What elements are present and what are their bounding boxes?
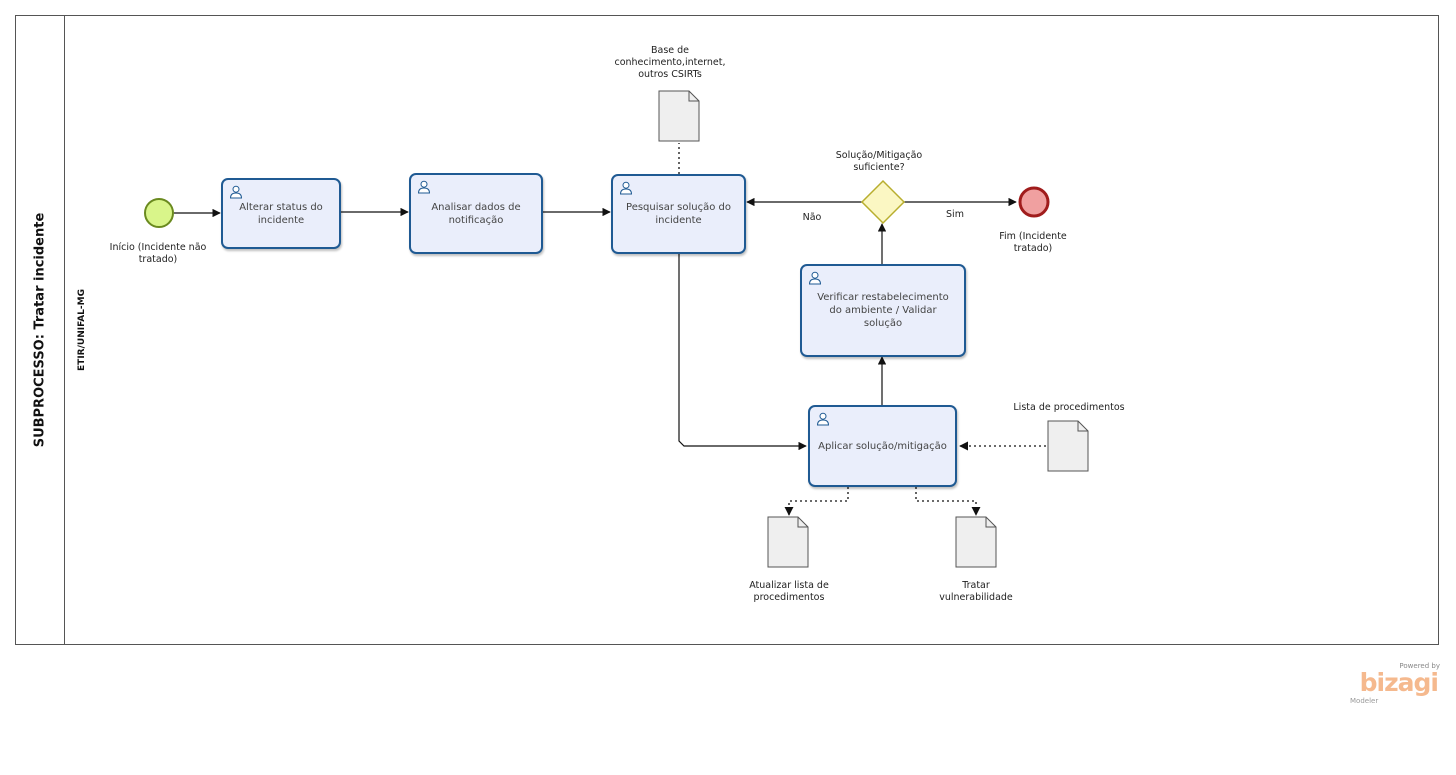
document-icon-atualizar[interactable] [767,516,809,568]
association-atualizar [784,487,849,516]
document-label-lista: Lista de procedimentos [1013,402,1125,413]
bizagi-branding: Powered by bizagi Modeler [1340,662,1440,706]
task-verificar-restabelecimento[interactable]: Verificar restabelecimento do ambiente /… [800,264,966,357]
task-label: Analisar dados de notificação [431,201,521,226]
task-analisar-dados[interactable]: Analisar dados de notificação [409,173,543,254]
gateway-label: Solução/Mitigação suficiente? [835,150,923,173]
modeler-text: Modeler [1350,697,1379,705]
user-task-icon [816,412,830,426]
document-label-base: Base de conhecimento,internet, outros CS… [614,45,726,80]
document-label-tratar: Tratar vulnerabilidade [939,580,1013,603]
task-label: Verificar restabelecimento do ambiente /… [817,292,949,329]
user-task-icon [229,185,243,199]
document-icon-lista[interactable] [1047,420,1089,472]
gateway [860,179,906,225]
user-task-icon [619,181,633,195]
pool [15,15,1439,645]
pool-header [15,15,65,645]
task-label: Aplicar solução/mitigação [818,440,947,452]
task-label: Alterar status do incidente [239,201,323,226]
task-pesquisar-solucao[interactable]: Pesquisar solução do incidente [611,174,746,254]
bizagi-logo: bizagi [1359,668,1439,697]
user-task-icon [808,271,822,285]
document-icon-tratar[interactable] [955,516,997,568]
task-alterar-status[interactable]: Alterar status do incidente [221,178,341,249]
user-task-icon [417,180,431,194]
powered-by-text: Powered by [1399,662,1440,670]
task-label: Pesquisar solução do incidente [626,202,731,226]
flow-label-sim: Sim [946,209,964,220]
end-event-label: Fim (Incidente tratado) [999,231,1067,254]
document-label-atualizar: Atualizar lista de procedimentos [749,580,829,603]
task-aplicar-solucao[interactable]: Aplicar solução/mitigação [808,405,957,487]
end-event [1018,186,1050,218]
flow-label-nao: Não [802,212,822,223]
document-icon-base[interactable] [658,90,700,142]
association-tratar [915,487,981,516]
start-event [144,198,174,228]
start-event-label: Início (Incidente não tratado) [109,242,207,265]
flow-pesquisar-aplicar [678,253,807,451]
